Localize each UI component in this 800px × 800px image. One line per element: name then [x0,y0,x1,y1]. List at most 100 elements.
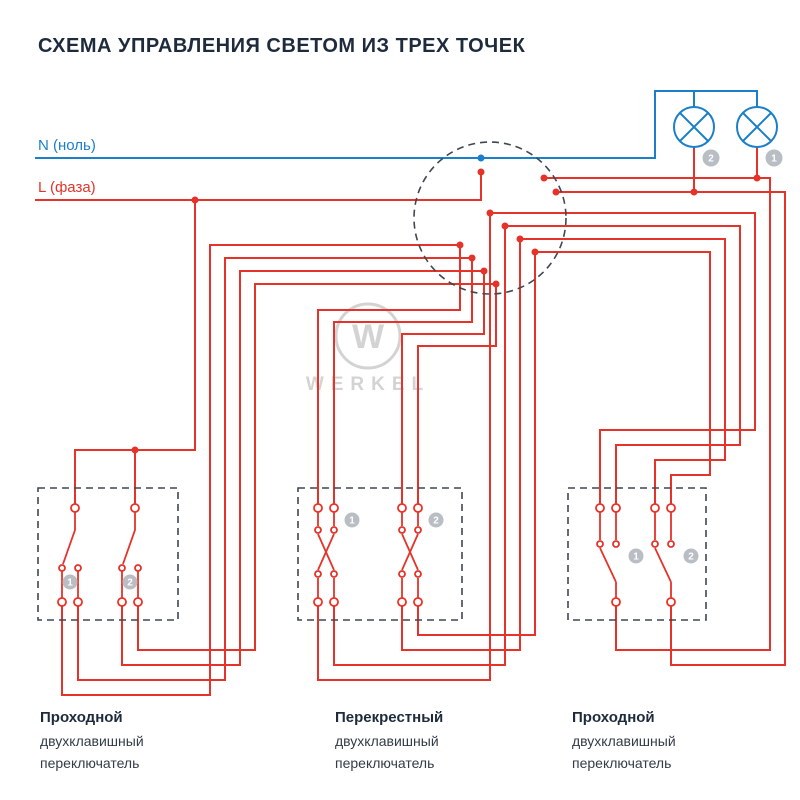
traveler-wire [121,270,484,666]
contact-pin [134,564,142,572]
crossover-top-wire [401,271,485,508]
phase-label: L (фаза) [38,179,96,196]
junction-dot [456,241,464,249]
contact-pin [398,570,406,578]
gang-badge-number: 2 [433,516,439,527]
contact-pin [330,570,338,578]
neutral-wire [35,90,758,159]
caption-left: Проходной двухклавишный переключатель [40,709,144,771]
right-traveler-wiring [490,212,756,508]
contact-pin [651,540,659,548]
caption-line: двухклавишный [572,733,676,749]
watermark-brand: WERKEL [306,374,430,395]
gang-badge-number: 1 [349,516,355,527]
contact-pin [314,570,322,578]
crossover-bottom-wiring [317,213,536,681]
lamp-symbol [673,106,715,148]
caption-line: двухклавишный [335,733,439,749]
watermark-letter: W [352,318,385,356]
crossover-top-wire [317,245,461,508]
terminal-pin [133,597,143,607]
junction-dot [501,222,509,230]
terminal-pin [313,503,323,513]
switch-mechanism [61,512,139,598]
werkel-watermark: W WERKEL [306,302,430,395]
gang-badge-number: 1 [633,552,639,563]
terminal-pin [413,597,423,607]
junction-dot [480,267,488,275]
switch-box-middle: 1 2 [297,487,463,621]
lamp-cross-icon [679,112,709,142]
switch-mechanism [317,512,419,598]
terminal-pin [666,503,676,513]
gang-badge [122,574,138,590]
junction-dot [131,446,139,454]
crossover-top-wire [333,258,473,508]
caption-line: Перекрестный [335,709,443,726]
traveler-wire [61,244,460,696]
switch-outline [297,487,463,621]
neutral-wiring [35,90,758,162]
terminal-pin [117,597,127,607]
neutral-label: N (ноль) [38,137,96,154]
junction-dot [477,168,485,176]
right-traveler-wire [520,238,726,508]
caption-right: Проходной двухклавишный переключатель [572,709,676,771]
junction-dot [540,174,548,182]
terminal-pin [70,503,80,513]
terminal-pin [130,503,140,513]
caption-line: Проходной [40,709,123,726]
caption-line: переключатель [572,755,671,771]
contact-pin [667,540,675,548]
lamp-badge-number: 2 [708,154,714,165]
watermark-circle [334,302,402,370]
lamp-badge [702,149,720,167]
switch-mechanism [599,512,672,598]
switch-outline [567,487,707,621]
crossover-bottom-wire [333,226,506,666]
gang-badge [428,512,444,528]
terminal-pin [57,597,67,607]
traveler-wire [77,257,472,681]
terminal-pin [313,597,323,607]
lamp-symbol [736,106,778,148]
gang-badge [683,548,699,564]
contact-pin [118,564,126,572]
terminal-pin [397,503,407,513]
lamp-cross-icon [742,112,772,142]
terminal-pin [611,503,621,513]
phase-wire [35,172,482,201]
contact-pin [314,526,322,534]
terminal-pin [329,597,339,607]
junction-dot [552,188,560,196]
terminal-pin [397,597,407,607]
junction-dot [516,235,524,243]
terminal-pin [73,597,83,607]
switch-box-right: 1 2 [567,487,707,621]
terminal-pin [413,503,423,513]
switch-box-left: 1 2 [37,487,179,621]
lamp-badge [765,149,783,167]
lamp2-return-wire [556,147,695,193]
lamp-1: 1 [736,106,783,167]
junction-dot [690,188,698,196]
right-traveler-wire [505,225,741,508]
caption-line: двухклавишный [40,733,144,749]
terminal-pin [611,597,621,607]
traveler-wire [137,283,496,651]
switch-outline [37,487,179,621]
crossover-top-wiring [317,245,497,508]
contact-pin [330,526,338,534]
lamp-2: 2 [673,106,720,167]
junction-dot [492,280,500,288]
contact-pin [58,564,66,572]
terminal-pin [666,597,676,607]
terminal-pin [329,503,339,513]
caption-line: переключатель [40,755,139,771]
neutral-junction-dot [477,154,485,162]
lamp1-return-wire [544,147,758,179]
terminal-pin [650,503,660,513]
right-traveler-wire [535,251,711,508]
terminal-pin [595,503,605,513]
